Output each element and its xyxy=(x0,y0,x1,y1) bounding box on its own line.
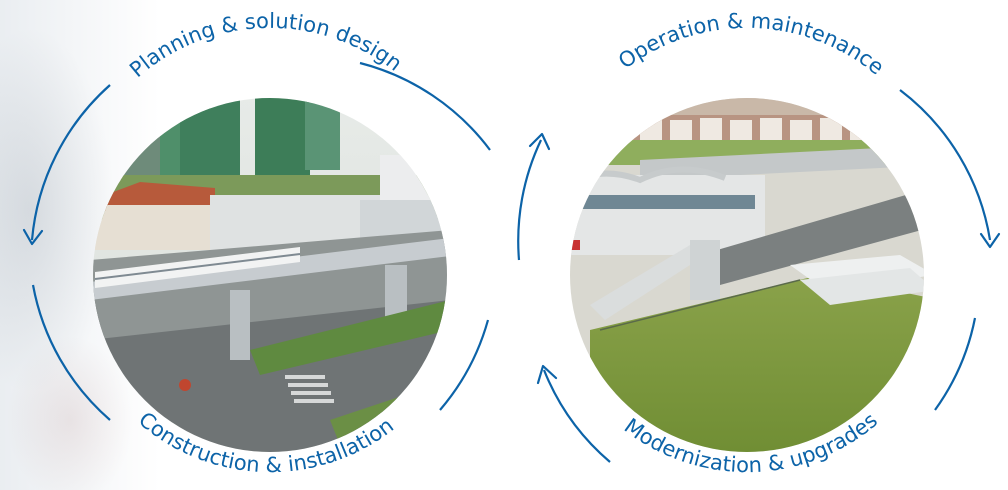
left-cycle-arrows xyxy=(22,61,491,421)
planning-label: Planning & solution design xyxy=(125,9,406,82)
right-photo xyxy=(570,98,924,452)
left-photo xyxy=(93,98,447,452)
operation-label-text: Operation & maintenance xyxy=(614,9,889,80)
planning-label-text: Planning & solution design xyxy=(125,9,406,82)
right-cycle-arrows xyxy=(517,89,1001,463)
operation-label: Operation & maintenance xyxy=(614,9,889,80)
